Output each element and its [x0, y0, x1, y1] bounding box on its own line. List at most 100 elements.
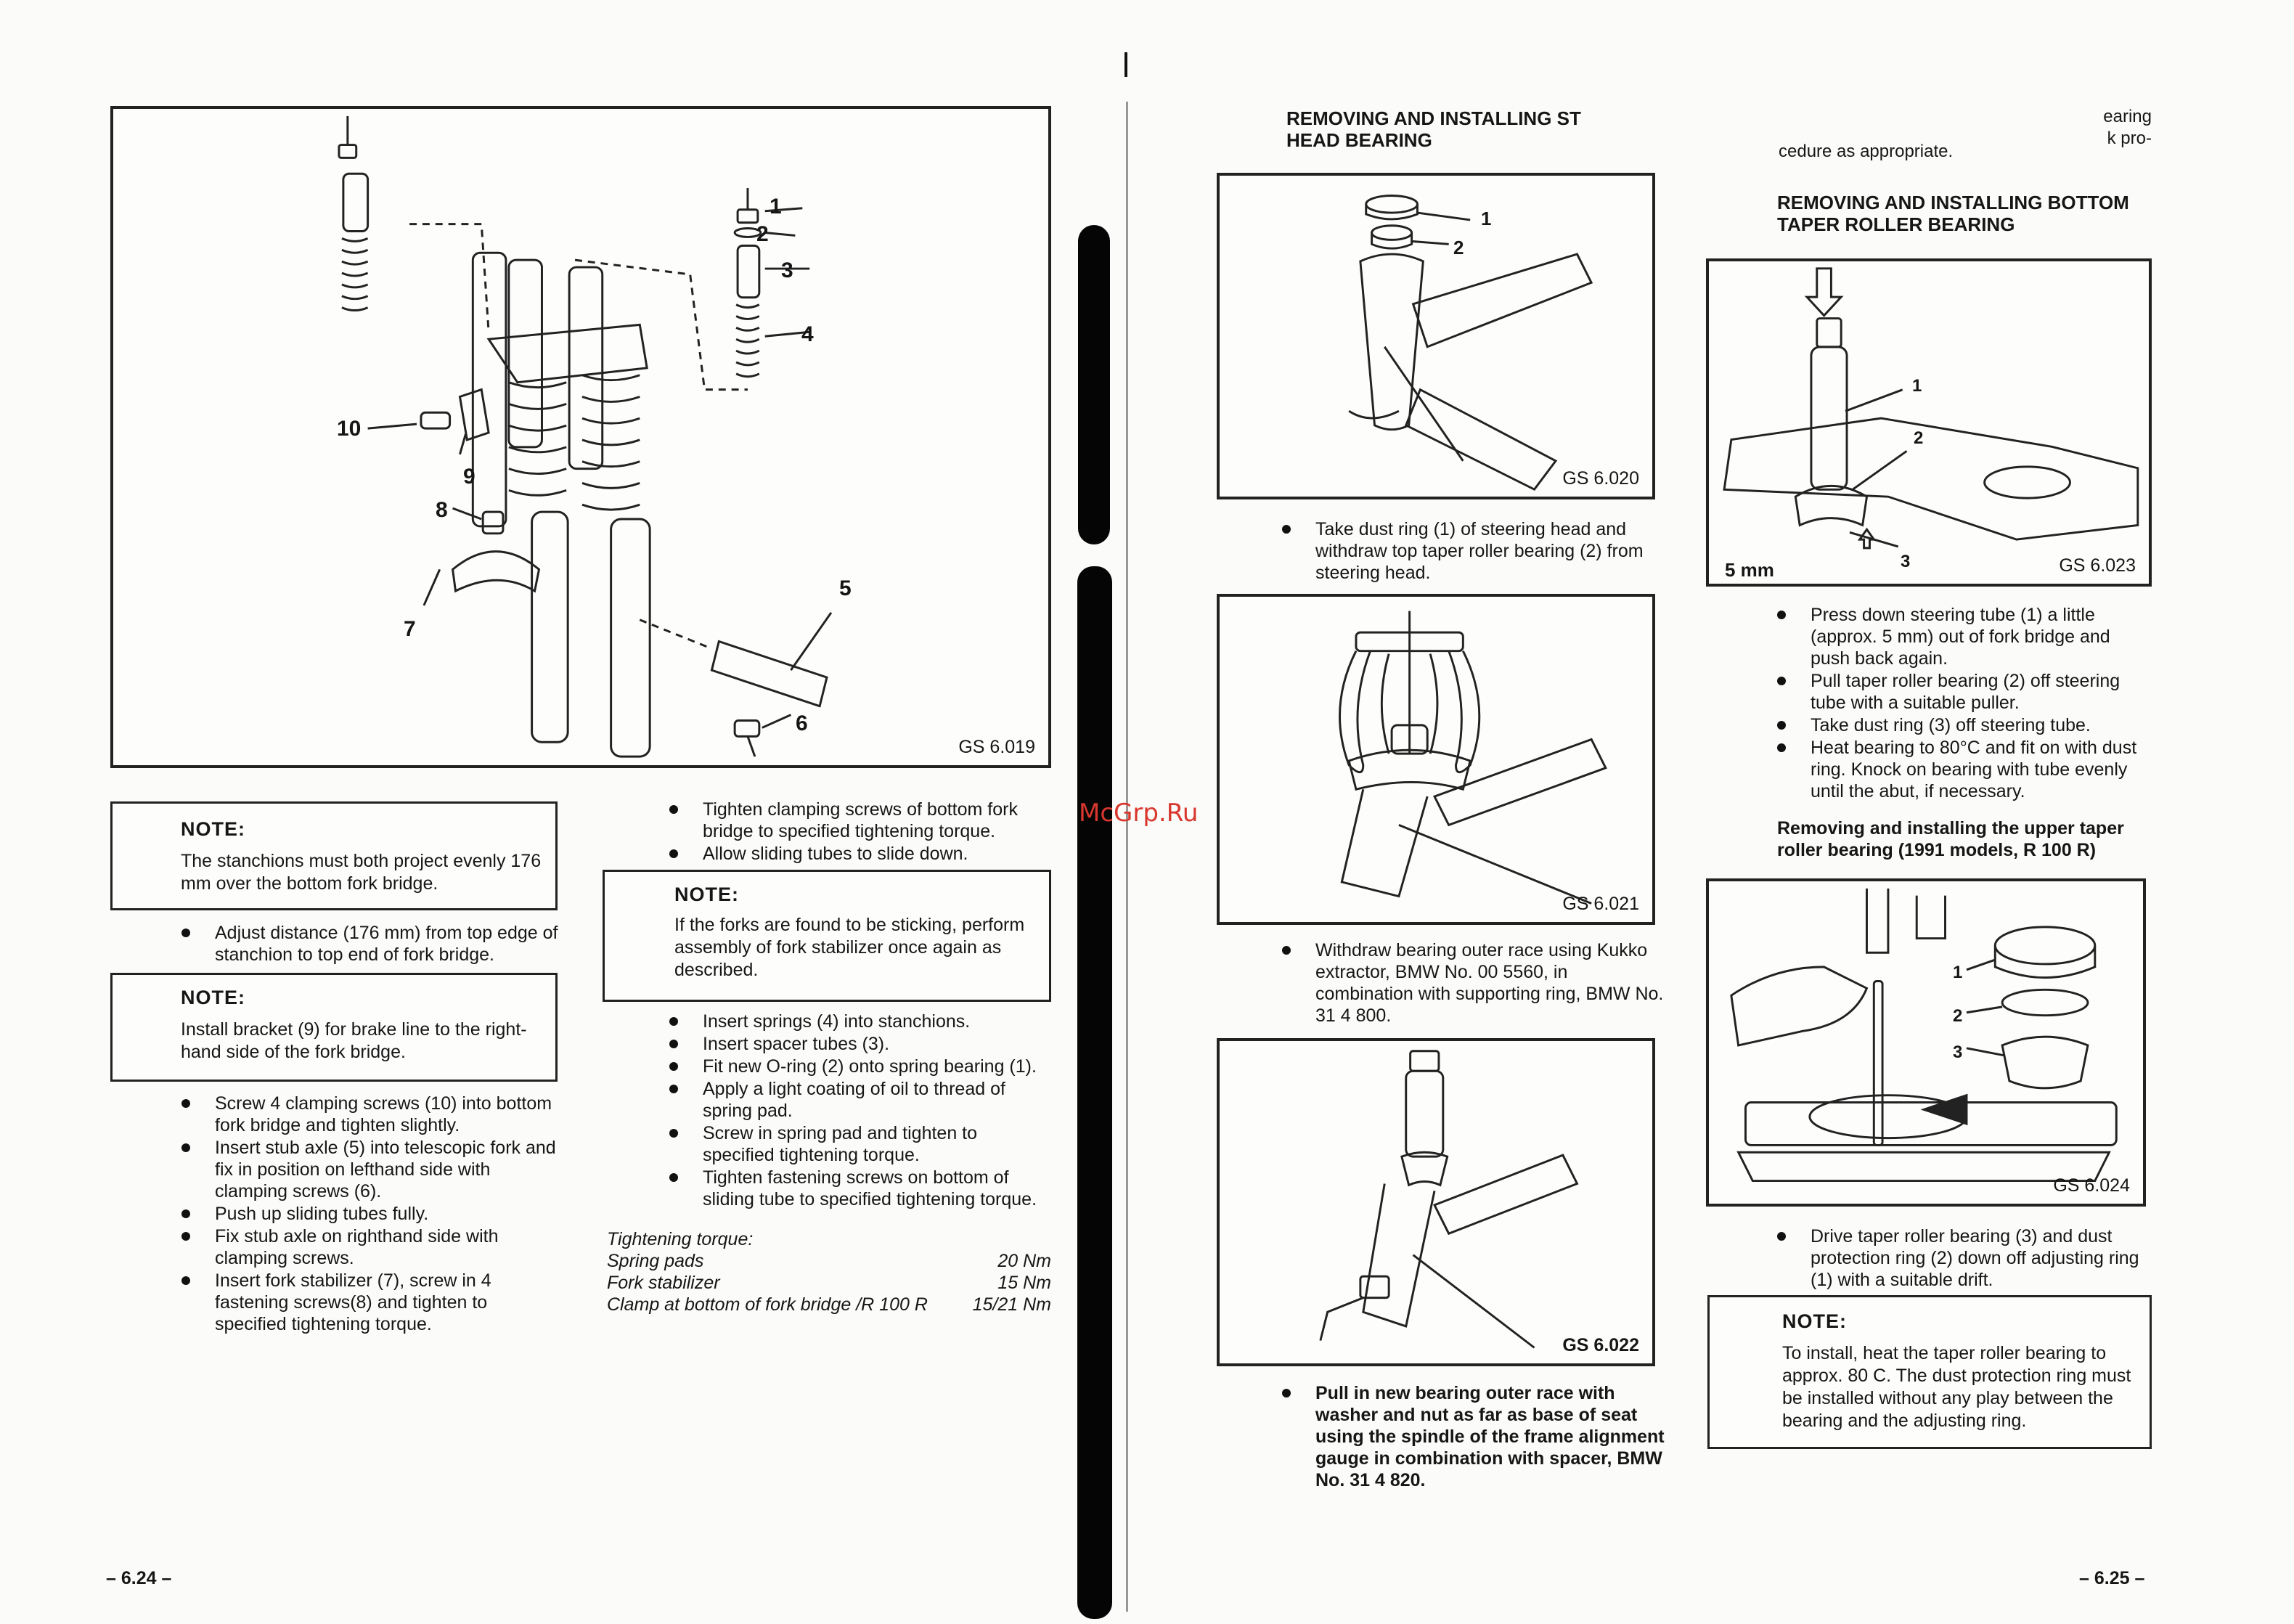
list-item: Pull in new bearing outer race with wash… [1282, 1382, 1667, 1491]
measure-label: 5 mm [1725, 559, 1774, 581]
page-number-left: – 6.24 – [106, 1568, 172, 1588]
callout-5: 5 [839, 576, 852, 600]
list-item: Screw in spring pad and tighten to speci… [669, 1122, 1051, 1166]
list-item: Press down steering tube (1) a little (a… [1777, 604, 2153, 669]
bullet-list-adjust: Adjust distance (176 mm) from top edge o… [181, 922, 562, 966]
callout-1: 1 [770, 195, 782, 219]
bullet-list-021: Withdraw bearing outer race using Kukko … [1282, 939, 1667, 1027]
heading-line: REMOVING AND INSTALLING BOTTOM [1777, 192, 2129, 213]
note-box-bracket: NOTE: Install bracket (9) for brake line… [110, 973, 558, 1082]
bullet-list-022: Pull in new bearing outer race with wash… [1282, 1382, 1667, 1492]
bearing-outer-race-pull-in-diagram [1319, 1050, 1579, 1349]
note-title: NOTE: [1782, 1310, 1847, 1332]
callout-1: 1 [1481, 208, 1492, 229]
cutoff-line: cedure as appropriate. [1779, 142, 1954, 161]
figure-label: GS 6.019 [958, 737, 1035, 757]
figure-label: GS 6.021 [1562, 894, 1639, 914]
callout-8: 8 [436, 498, 448, 522]
list-item: Tighten fastening screws on bottom of sl… [669, 1167, 1051, 1210]
list-item: Pull taper roller bearing (2) off steeri… [1777, 670, 2153, 714]
note-text: If the forks are found to be sticking, p… [674, 915, 1025, 980]
list-item: Insert springs (4) into stanchions. [669, 1011, 1051, 1032]
figure-gs-6-021: GS 6.021 [1217, 594, 1655, 925]
list-item: Drive taper roller bearing (3) and dust … [1777, 1225, 2153, 1291]
figure-gs-6-024: 1 2 3 GS 6.024 [1706, 878, 2146, 1207]
kukko-extractor-diagram [1339, 611, 1607, 905]
list-item: Adjust distance (176 mm) from top edge o… [181, 922, 562, 966]
list-item: Take dust ring (1) of steering head and … [1282, 518, 1667, 584]
front-fork-exploded-diagram [338, 115, 833, 758]
torque-value: 20 Nm [997, 1251, 1051, 1271]
torque-label: Fork stabilizer [607, 1273, 720, 1293]
tightening-torque-table: Tightening torque: Spring pads 20 Nm For… [607, 1228, 1051, 1315]
note-box-sticking: NOTE: If the forks are found to be stick… [603, 870, 1051, 1002]
callout-4: 4 [801, 322, 814, 346]
figure-gs-6-023: 1 2 3 5 mm GS 6.023 [1706, 258, 2152, 587]
torque-value: 15/21 Nm [972, 1294, 1051, 1315]
heading-line: REMOVING AND INSTALLING ST [1286, 107, 1581, 129]
heading-line: roller bearing (1991 models, R 100 R) [1777, 840, 2097, 860]
figure-label: GS 6.024 [2053, 1175, 2130, 1196]
list-item: Insert spacer tubes (3). [669, 1033, 1051, 1055]
callout-9: 9 [463, 465, 475, 489]
note-text: The stanchions must both project evenly … [181, 851, 542, 894]
callout-2: 2 [1914, 428, 1924, 448]
note-title: NOTE: [181, 987, 245, 1008]
section-heading-bottom-bearing: REMOVING AND INSTALLING BOTTOM TAPER ROL… [1777, 192, 2129, 235]
figure-gs-6-019: 1 2 3 4 5 6 7 8 9 10 GS 6.019 [110, 106, 1051, 768]
torque-value: 15 Nm [997, 1273, 1051, 1293]
callout-3: 3 [1901, 552, 1911, 571]
list-item: Allow sliding tubes to slide down. [669, 843, 1051, 865]
heading-line: HEAD BEARING [1286, 129, 1432, 151]
heading-line: Removing and installing the upper taper [1777, 818, 2124, 838]
bullet-list-020: Take dust ring (1) of steering head and … [1282, 518, 1667, 584]
bullet-list-023: Press down steering tube (1) a little (a… [1777, 604, 2153, 803]
watermark: McGrp.Ru [1079, 799, 1199, 828]
torque-row: Spring pads 20 Nm [607, 1250, 1051, 1272]
callout-7: 7 [404, 617, 416, 641]
figure-gs-6-020: 1 2 GS 6.020 [1217, 173, 1655, 499]
binding-line [1126, 102, 1128, 1612]
callout-2: 2 [1453, 237, 1464, 258]
torque-row: Fork stabilizer 15 Nm [607, 1272, 1051, 1294]
list-item: Tighten clamping screws of bottom fork b… [669, 799, 1051, 842]
steering-tube-bottom-bearing-diagram [1723, 267, 2139, 550]
binding-shadow-top [1078, 225, 1110, 544]
callout-1: 1 [1953, 963, 1963, 982]
steering-head-dust-ring-diagram [1348, 195, 1593, 491]
section-heading-steering-head: REMOVING AND INSTALLING ST HEAD BEARING [1286, 107, 1581, 151]
page-number-right: – 6.25 – [2079, 1568, 2145, 1588]
cutoff-line: k pro- [2107, 128, 2152, 148]
callout-3: 3 [781, 258, 793, 282]
binding-shadow-bottom [1077, 566, 1112, 1619]
list-item: Screw 4 clamping screws (10) into bottom… [181, 1093, 562, 1136]
list-item: Withdraw bearing outer race using Kukko … [1282, 939, 1667, 1027]
section-heading-upper-bearing: Removing and installing the upper taper … [1777, 817, 2124, 861]
callout-6: 6 [796, 711, 808, 735]
list-item: Fix stub axle on righthand side with cla… [181, 1225, 562, 1269]
callout-2: 2 [756, 222, 769, 246]
binding-tick [1124, 52, 1127, 77]
bullet-list-springs: Insert springs (4) into stanchions. Inse… [669, 1011, 1051, 1211]
torque-label: Clamp at bottom of fork bridge /R 100 R [607, 1294, 928, 1315]
list-item: Fit new O-ring (2) onto spring bearing (… [669, 1056, 1051, 1077]
list-item: Insert fork stabilizer (7), screw in 4 f… [181, 1270, 562, 1335]
bullet-list-stub-axle: Screw 4 clamping screws (10) into bottom… [181, 1093, 562, 1336]
figure-label: GS 6.020 [1562, 468, 1639, 489]
cutoff-line: earing [2103, 107, 2152, 126]
list-item: Apply a light coating of oil to thread o… [669, 1078, 1051, 1122]
figure-label: GS 6.022 [1562, 1335, 1639, 1355]
note-title: NOTE: [674, 884, 739, 905]
callout-1: 1 [1912, 376, 1922, 396]
note-text: To install, heat the taper roller bearin… [1782, 1343, 2131, 1431]
bullet-list-024: Drive taper roller bearing (3) and dust … [1777, 1225, 2153, 1292]
torque-label: Spring pads [607, 1251, 704, 1271]
figure-gs-6-022: GS 6.022 [1217, 1038, 1655, 1366]
figure-label: GS 6.023 [2059, 555, 2136, 576]
torque-row: Clamp at bottom of fork bridge /R 100 R … [607, 1294, 1051, 1315]
list-item: Heat bearing to 80°C and fit on with dus… [1777, 737, 2153, 802]
list-item: Insert stub axle (5) into telescopic for… [181, 1137, 562, 1202]
note-text: Install bracket (9) for brake line to th… [181, 1019, 527, 1062]
heading-line: TAPER ROLLER BEARING [1777, 213, 2015, 235]
cutoff-text-fragment: earing k pro- cedure as appropriate. [1779, 106, 2152, 163]
